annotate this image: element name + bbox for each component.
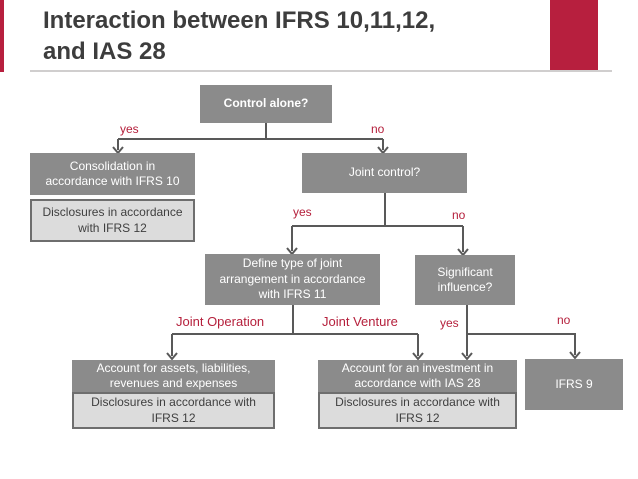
node-define-joint-arrangement: Define type of joint arrangement in acco… [205, 254, 380, 305]
node-disclosures-ifrs12-mid: Disclosures in accordance with IFRS 12 [72, 392, 275, 429]
node-disclosures-ifrs12-left: Disclosures in accordance with IFRS 12 [30, 199, 195, 242]
connector-significant-no [467, 333, 576, 355]
accent-square-top-right [550, 0, 598, 72]
node-account-investment-ias28: Account for an investment in accordance … [318, 360, 517, 392]
node-joint-control: Joint control? [302, 153, 467, 193]
node-significant-influence: Significant influence? [415, 255, 515, 305]
node-disclosures-ifrs12-right: Disclosures in accordance with IFRS 12 [318, 392, 517, 429]
branch-label-joint-venture: Joint Venture [322, 314, 398, 329]
node-consolidation-ifrs10: Consolidation in accordance with IFRS 10 [30, 153, 195, 195]
node-control-alone: Control alone? [200, 85, 332, 123]
accent-bar-left [0, 0, 4, 72]
branch-label-yes-joint: yes [293, 205, 312, 219]
branch-label-no-significant: no [557, 313, 571, 327]
connector-joint-control-split [291, 193, 464, 252]
title-divider [30, 70, 612, 72]
branch-label-yes-significant: yes [440, 316, 459, 330]
branch-label-joint-operation: Joint Operation [176, 314, 265, 329]
branch-label-no-control: no [371, 122, 385, 136]
branch-label-no-joint: no [452, 208, 466, 222]
node-ifrs9: IFRS 9 [525, 359, 623, 410]
connector-define-split [171, 305, 419, 356]
page-title: Interaction between IFRS 10,11,12, and I… [43, 7, 436, 65]
connector-control-split [117, 123, 384, 150]
branch-label-yes-control: yes [120, 122, 139, 136]
node-account-assets-liabilities: Account for assets, liabilities, revenue… [72, 360, 275, 392]
